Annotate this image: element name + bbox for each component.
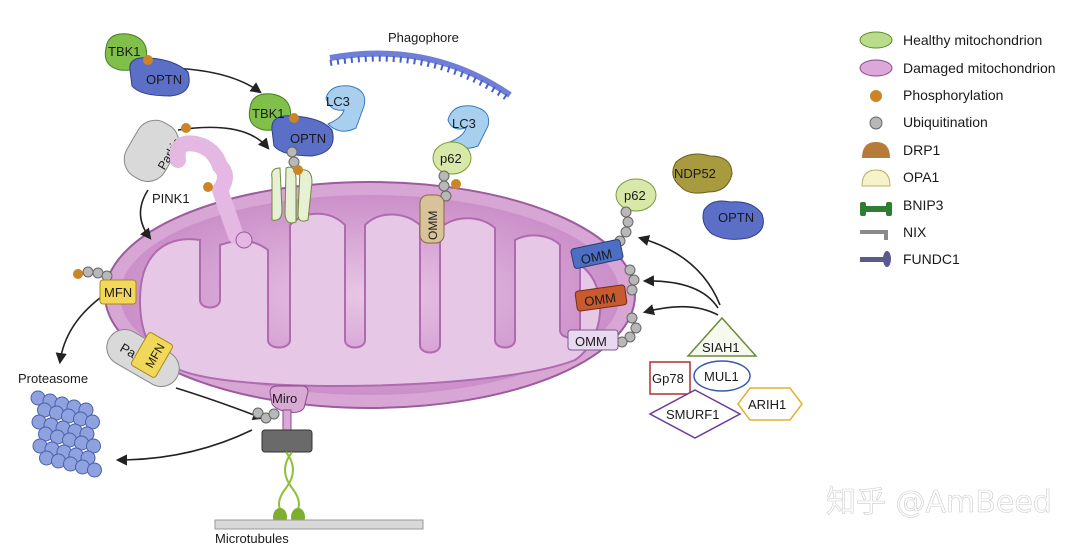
miro: Miro <box>269 385 309 431</box>
ubiquitin-dot-icon <box>869 116 883 130</box>
mul1-label: MUL1 <box>704 369 739 384</box>
pathway-arrows <box>55 67 721 466</box>
damaged-mitochondrion-icon <box>859 59 893 77</box>
lc3-label-b: LC3 <box>452 116 476 131</box>
omm-right-3: OMM <box>567 329 619 351</box>
optn-right-label: OPTN <box>718 210 754 225</box>
ndp52-label: NDP52 <box>674 166 716 181</box>
p62-right: p62 <box>615 178 657 212</box>
p62-right-label: p62 <box>624 188 646 203</box>
phagophore-membrane <box>329 50 512 103</box>
siah1-label: SIAH1 <box>702 340 740 355</box>
omm-r3-label: OMM <box>575 334 607 349</box>
ubiquitin-chain-top <box>438 170 452 202</box>
drp1-icon <box>862 142 890 158</box>
lc3-receptor-a: LC3 <box>325 85 366 132</box>
pink1-label: PINK1 <box>152 191 190 206</box>
siah1: SIAH1 <box>686 316 758 357</box>
ndp52: NDP52 <box>672 153 733 194</box>
legend <box>859 31 893 267</box>
legend-label-ubiquitination: Ubiquitination <box>903 114 988 130</box>
smurf1: SMURF1 <box>648 389 742 439</box>
fundc1-icon <box>860 251 891 267</box>
opa1-icon <box>861 169 891 187</box>
ubiquitin-chain-right-2 <box>624 264 640 296</box>
legend-label-drp1: DRP1 <box>903 142 941 158</box>
proteasome-icon <box>30 390 102 478</box>
tbk1-optn-complex-a: TBK1 OPTN <box>104 33 190 97</box>
p62-top-label: p62 <box>440 151 462 166</box>
optn-right: OPTN <box>702 200 764 240</box>
legend-label-nix: NIX <box>903 224 927 240</box>
gp78: Gp78 <box>649 361 691 395</box>
legend-label-phosphorylation: Phosphorylation <box>903 87 1003 103</box>
p62-top: p62 <box>432 141 472 189</box>
tbk1-label-b: TBK1 <box>252 106 285 121</box>
tbk1-label-a: TBK1 <box>108 44 141 59</box>
arih1: ARIH1 <box>737 387 803 421</box>
optn-label-a: OPTN <box>146 72 182 87</box>
omm-top-label: OMM <box>426 211 440 240</box>
lc3-label-a: LC3 <box>326 94 350 109</box>
optn-label-b: OPTN <box>290 131 326 146</box>
lc3-receptor-b: LC3 <box>447 105 490 149</box>
tbk1-optn-complex-b: TBK1 OPTN <box>248 93 334 157</box>
legend-label-bnip3: BNIP3 <box>903 197 944 213</box>
damaged-mitochondrion <box>104 181 636 409</box>
healthy-mitochondrion-icon <box>859 31 893 49</box>
omm-top: OMM <box>419 194 445 244</box>
legend-label-damaged-mitochondrion: Damaged mitochondrion <box>903 60 1056 76</box>
legend-label-opa1: OPA1 <box>903 169 940 185</box>
gp78-label: Gp78 <box>652 371 684 386</box>
bnip3-icon <box>860 202 892 216</box>
proteasome-label: Proteasome <box>18 371 88 386</box>
nix-icon <box>860 230 888 240</box>
pink1: PINK1 <box>152 135 253 249</box>
membrane-channel <box>271 146 313 224</box>
mul1: MUL1 <box>693 360 751 392</box>
watermark: 知乎 @AmBeed <box>826 485 1052 520</box>
legend-label-fundc1: FUNDC1 <box>903 251 960 267</box>
mfn-left: MFN <box>99 279 137 305</box>
microtubules-label: Microtubules <box>215 531 289 546</box>
miro-label: Miro <box>272 391 297 406</box>
microtubule <box>214 519 424 530</box>
omm-r1-label: OMM <box>579 246 613 267</box>
arih1-label: ARIH1 <box>748 397 786 412</box>
omm-r2-label: OMM <box>583 290 617 309</box>
smurf1-label: SMURF1 <box>666 407 719 422</box>
ubiquitin-chain-right-3 <box>616 312 642 348</box>
ubiquitin-chain-miro <box>252 407 280 424</box>
mfn-left-label: MFN <box>104 285 132 300</box>
omm-right-2: OMM <box>574 284 628 312</box>
phosphorylation-dot-icon <box>870 90 882 102</box>
legend-label-healthy-mitochondrion: Healthy mitochondrion <box>903 32 1042 48</box>
phagophore-label: Phagophore <box>388 30 459 45</box>
motor-adaptor <box>261 429 313 526</box>
ubiquitin-chain-mfn-left <box>73 266 113 282</box>
omm-right-1: OMM <box>570 239 624 269</box>
